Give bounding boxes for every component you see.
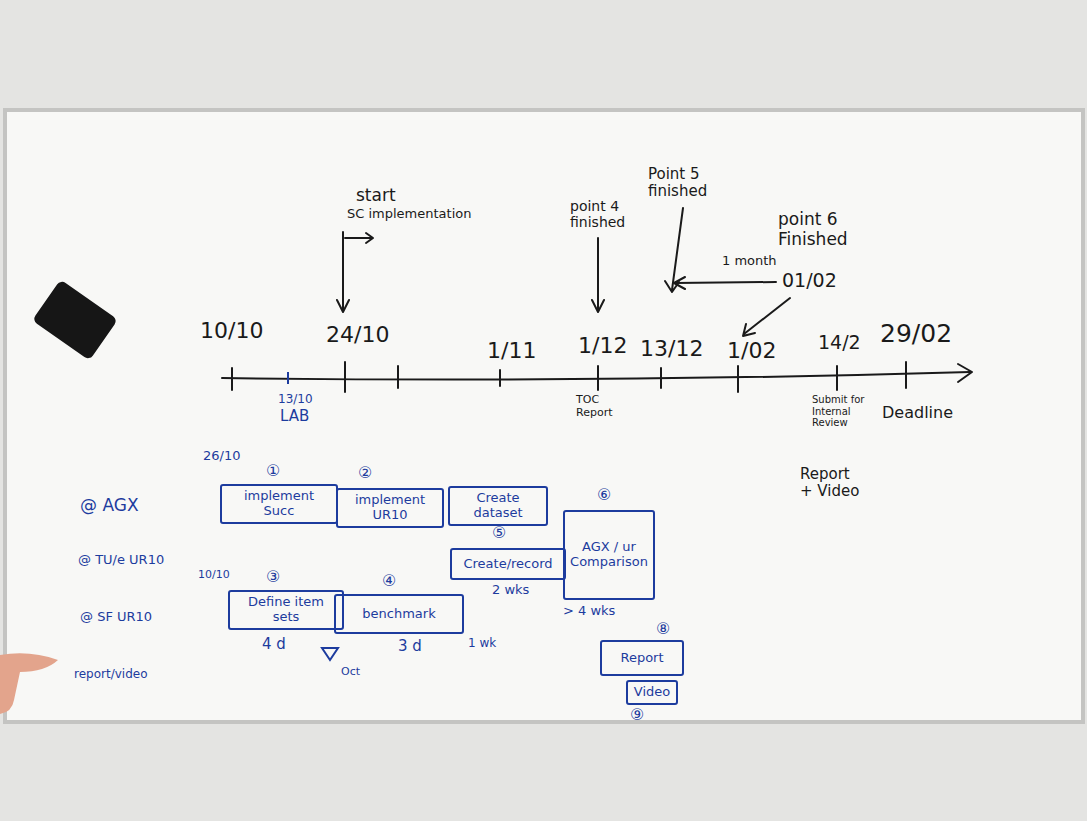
- task-box: implement UR10②: [336, 488, 444, 528]
- box-inner: benchmark: [336, 596, 462, 632]
- note-text: @ AGX: [80, 496, 139, 516]
- box-inner: AGX / ur Comparison: [565, 512, 653, 598]
- note-text: 3 d: [398, 638, 422, 655]
- note-text: 13/10: [278, 393, 313, 407]
- task-text: Report: [620, 651, 663, 666]
- note-text: Submit for Internal Review: [812, 394, 874, 429]
- note-text: point 4 finished: [570, 198, 628, 230]
- point4-arrow: [592, 238, 604, 312]
- task-box: Report⑧: [600, 640, 684, 676]
- note-text: 13/12: [640, 336, 703, 361]
- box-inner: Report: [602, 642, 682, 674]
- timeline-axis: [222, 372, 970, 380]
- note-text: 1/11: [487, 338, 536, 363]
- note-text: LAB: [280, 408, 309, 425]
- note-text: point 6 Finished: [778, 210, 863, 249]
- board: [5, 110, 1083, 722]
- note-text: Oct: [341, 666, 360, 679]
- tick-mark: [287, 372, 289, 384]
- note-text: 1/02: [727, 338, 776, 363]
- callout-number: ④: [382, 572, 396, 590]
- task-box: implement Succ①: [220, 484, 338, 524]
- note-text: @ TU/e UR10: [78, 553, 164, 568]
- task-text: implement Succ: [227, 489, 331, 519]
- note-text: Deadline: [882, 404, 953, 422]
- note-text: 10/10: [200, 318, 263, 343]
- note-text: 4 d: [262, 636, 286, 653]
- note-text: 29/02: [880, 320, 952, 349]
- note-text: TOC Report: [576, 394, 616, 419]
- task-box: AGX / ur Comparison⑥: [563, 510, 655, 600]
- hand: [0, 653, 58, 714]
- month-arrow: [674, 277, 776, 289]
- task-box: Create dataset: [448, 486, 548, 526]
- callout-number: ⑤: [492, 524, 506, 542]
- note-text: 14/2: [818, 332, 861, 354]
- triangle-mark: [322, 648, 338, 660]
- task-box: benchmark④: [334, 594, 464, 634]
- eraser: [32, 279, 118, 360]
- callout-number: ⑧: [656, 620, 670, 638]
- note-text: > 4 wks: [563, 604, 615, 619]
- note-text: 10/10: [198, 569, 230, 582]
- note-text: 01/02: [782, 270, 837, 292]
- note-text: 2 wks: [492, 583, 529, 598]
- box-inner: Create dataset: [450, 488, 546, 524]
- callout-number: ⑥: [597, 486, 611, 504]
- task-text: AGX / ur Comparison: [570, 540, 648, 570]
- note-text: @ SF UR10: [80, 610, 152, 625]
- task-text: Video: [634, 685, 670, 700]
- note-text: 1/12: [578, 333, 627, 358]
- note-text: start: [356, 186, 396, 206]
- callout-number: ③: [266, 568, 280, 586]
- callout-number: ②: [358, 464, 372, 482]
- axis-arrowhead: [958, 364, 972, 382]
- note-text: SC implementation: [347, 207, 471, 222]
- callout-number: ⑨: [630, 706, 644, 724]
- task-text: Create dataset: [455, 491, 541, 521]
- box-inner: Video: [628, 682, 676, 703]
- note-text: Point 5 finished: [648, 166, 708, 201]
- task-text: benchmark: [362, 607, 435, 622]
- task-text: Define item sets: [235, 595, 337, 625]
- note-text: 1 month: [722, 254, 777, 269]
- box-inner: Define item sets: [230, 592, 342, 628]
- tick-marks: [232, 362, 906, 392]
- note-text: report/video: [74, 668, 147, 682]
- task-box: Define item sets③: [228, 590, 344, 630]
- note-text: 26/10: [203, 449, 240, 464]
- box-inner: implement Succ: [222, 486, 336, 522]
- task-text: Create/record: [463, 557, 552, 572]
- box-inner: Create/record: [452, 550, 564, 578]
- start-arrow-right: [345, 233, 373, 243]
- task-box: Create/record⑤: [450, 548, 566, 580]
- note-text: 24/10: [326, 322, 389, 347]
- start-arrow: [337, 232, 349, 312]
- point6-arrow: [743, 298, 790, 336]
- note-text: 1 wk: [468, 637, 496, 651]
- callout-number: ①: [266, 462, 280, 480]
- box-inner: implement UR10: [338, 490, 442, 526]
- task-text: implement UR10: [343, 493, 437, 523]
- note-text: Report + Video: [800, 466, 864, 501]
- task-box: Video⑨: [626, 680, 678, 705]
